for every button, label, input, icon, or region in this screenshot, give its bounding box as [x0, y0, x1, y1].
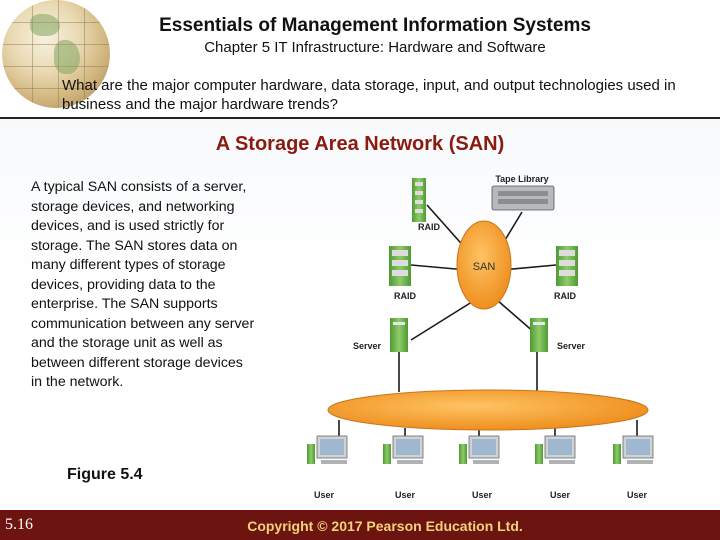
user-workstation: [459, 435, 500, 464]
user-workstation: [613, 435, 654, 464]
globe-icon: [2, 0, 110, 108]
san-description: A typical SAN consists of a server, stor…: [31, 179, 255, 390]
slide-header: Essentials of Management Information Sys…: [0, 0, 720, 120]
copyright-notice: Copyright © 2017 Pearson Education Ltd.: [247, 518, 523, 534]
server-icon-left: [390, 318, 408, 352]
slide-title: A Storage Area Network (SAN): [215, 133, 505, 155]
user-workstation: [535, 435, 576, 464]
header-divider: [0, 117, 720, 119]
user-label: User: [550, 490, 571, 500]
course-title: Essentials of Management Information Sys…: [159, 15, 591, 36]
raid-icon-right: [556, 246, 578, 286]
tape-library-label: Tape Library: [495, 174, 548, 184]
raid-icon-left: [389, 246, 411, 286]
figure-caption: Figure 5.4: [67, 466, 143, 483]
user-label: User: [627, 490, 648, 500]
san-node: [456, 220, 512, 310]
san-label: SAN: [473, 261, 496, 273]
raid-label-left: RAID: [394, 291, 416, 301]
tape-library-icon: [491, 185, 555, 211]
slide-number: 5.16: [5, 516, 33, 533]
slide-body-background: [0, 119, 720, 509]
lan-ring: [327, 389, 649, 431]
user-label: User: [395, 490, 416, 500]
san-diagram: SAN Tape Library RAID RAID: [307, 174, 654, 500]
server-label-left: Server: [353, 341, 382, 351]
raid-label-top: RAID: [418, 222, 440, 232]
user-workstation: [307, 435, 348, 464]
server-icon-right: [530, 318, 548, 352]
user-label: User: [472, 490, 493, 500]
learning-objective-question: What are the major computer hardware, da…: [62, 77, 676, 113]
slide-footer: 5.16 Copyright © 2017 Pearson Education …: [0, 510, 720, 540]
chapter-subtitle: Chapter 5 IT Infrastructure: Hardware an…: [204, 39, 546, 56]
raid-icon-top: [412, 178, 426, 222]
user-label: User: [314, 490, 335, 500]
raid-label-right: RAID: [554, 291, 576, 301]
server-label-right: Server: [557, 341, 586, 351]
user-workstation: [383, 435, 424, 464]
